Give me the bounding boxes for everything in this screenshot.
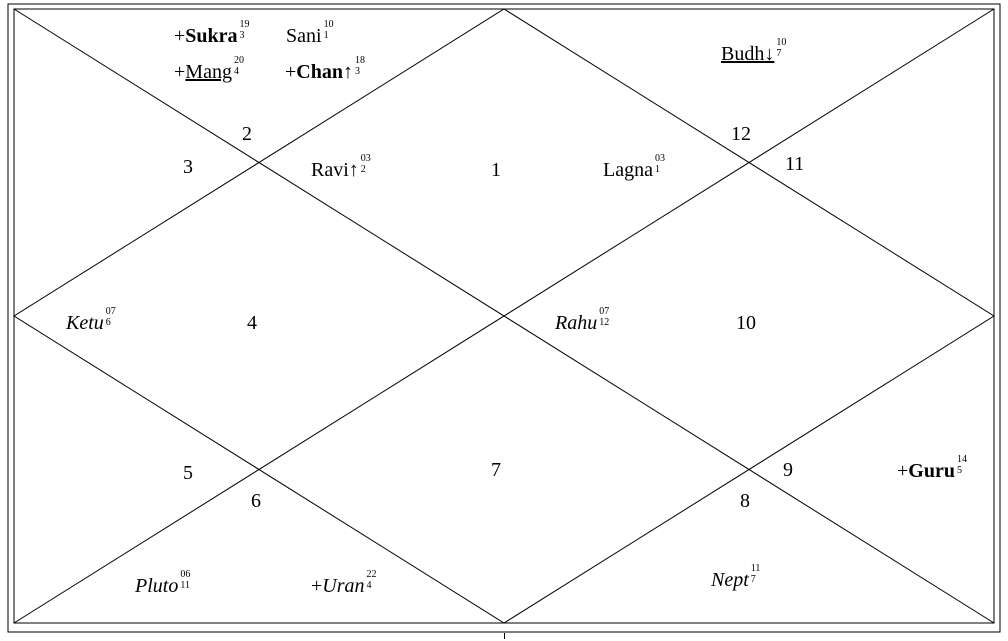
house-number-8: 8 bbox=[740, 490, 750, 512]
house-number-9: 9 bbox=[783, 459, 793, 481]
planet-nakshatra: 3 bbox=[239, 30, 245, 41]
house-number-3: 3 bbox=[183, 156, 193, 178]
planet-nakshatra: 1 bbox=[654, 164, 660, 175]
house-number-2: 2 bbox=[242, 123, 252, 145]
planet-name: Nept bbox=[711, 569, 749, 591]
planet-nakshatra: 2 bbox=[360, 164, 366, 175]
planet-nakshatra: 3 bbox=[354, 66, 360, 77]
planet-name: Sukra bbox=[185, 25, 238, 47]
planet-name: Guru bbox=[908, 460, 955, 482]
planet-degree: 06 bbox=[180, 569, 191, 580]
planet-degree: 11 bbox=[750, 563, 761, 574]
planet-name: Uran bbox=[322, 575, 365, 597]
house-number-6: 6 bbox=[251, 490, 261, 512]
planet-nakshatra: 11 bbox=[180, 580, 190, 591]
planet-degree: 10 bbox=[776, 37, 787, 48]
planet-degree: 10 bbox=[323, 19, 334, 30]
planet-prefix: + bbox=[311, 575, 323, 597]
planet-degree: 22 bbox=[366, 569, 377, 580]
planet-nakshatra: 5 bbox=[956, 465, 962, 476]
planet-prefix: + bbox=[174, 61, 186, 83]
inner-diamond bbox=[13, 8, 995, 624]
planet-name: Ketu bbox=[66, 312, 104, 334]
planet-prefix: + bbox=[174, 25, 186, 47]
planet-nakshatra: 1 bbox=[323, 30, 329, 41]
planet-nakshatra: 7 bbox=[776, 48, 782, 59]
house-number-11: 11 bbox=[785, 153, 805, 175]
planet-nakshatra: 6 bbox=[105, 317, 111, 328]
planet-degree: 20 bbox=[233, 55, 244, 66]
outer-frame bbox=[7, 3, 1001, 633]
diagonal-anti bbox=[13, 8, 995, 624]
planet-degree: 03 bbox=[360, 153, 371, 164]
planet-degree: 07 bbox=[599, 306, 610, 317]
planet-prefix: + bbox=[897, 460, 909, 482]
planet-name: Mang bbox=[185, 61, 232, 83]
planet-degree: 14 bbox=[956, 454, 967, 465]
planet-degree: 18 bbox=[354, 55, 365, 66]
planet-prefix: + bbox=[285, 61, 297, 83]
planet-nakshatra: 4 bbox=[366, 580, 372, 591]
house-number-12: 12 bbox=[731, 123, 751, 145]
planet-nakshatra: 12 bbox=[599, 317, 610, 328]
house-number-10: 10 bbox=[736, 312, 756, 334]
arrow-up-icon: ↑ bbox=[348, 159, 359, 181]
house-number-5: 5 bbox=[183, 462, 193, 484]
planet-name: Rahu bbox=[555, 312, 598, 334]
planet-degree: 19 bbox=[239, 19, 250, 30]
house-number-1: 1 bbox=[491, 159, 501, 181]
planet-name: Sani bbox=[286, 25, 322, 47]
planet-nakshatra: 4 bbox=[233, 66, 239, 77]
bottom-mark-icon bbox=[504, 633, 505, 639]
planet-degree: 03 bbox=[654, 153, 665, 164]
planet-name: Chan bbox=[296, 61, 343, 83]
planet-nakshatra: 7 bbox=[750, 574, 756, 585]
planet-name: Lagna bbox=[603, 159, 653, 181]
planet-degree: 07 bbox=[105, 306, 116, 317]
planet-name: Budh bbox=[721, 43, 765, 65]
arrow-up-icon: ↑ bbox=[342, 61, 353, 83]
arrow-down-icon: ↓ bbox=[764, 43, 775, 65]
house-number-7: 7 bbox=[491, 459, 501, 481]
planet-name: Pluto bbox=[135, 575, 179, 597]
planet-name: Ravi bbox=[311, 159, 349, 181]
house-number-4: 4 bbox=[247, 312, 257, 334]
